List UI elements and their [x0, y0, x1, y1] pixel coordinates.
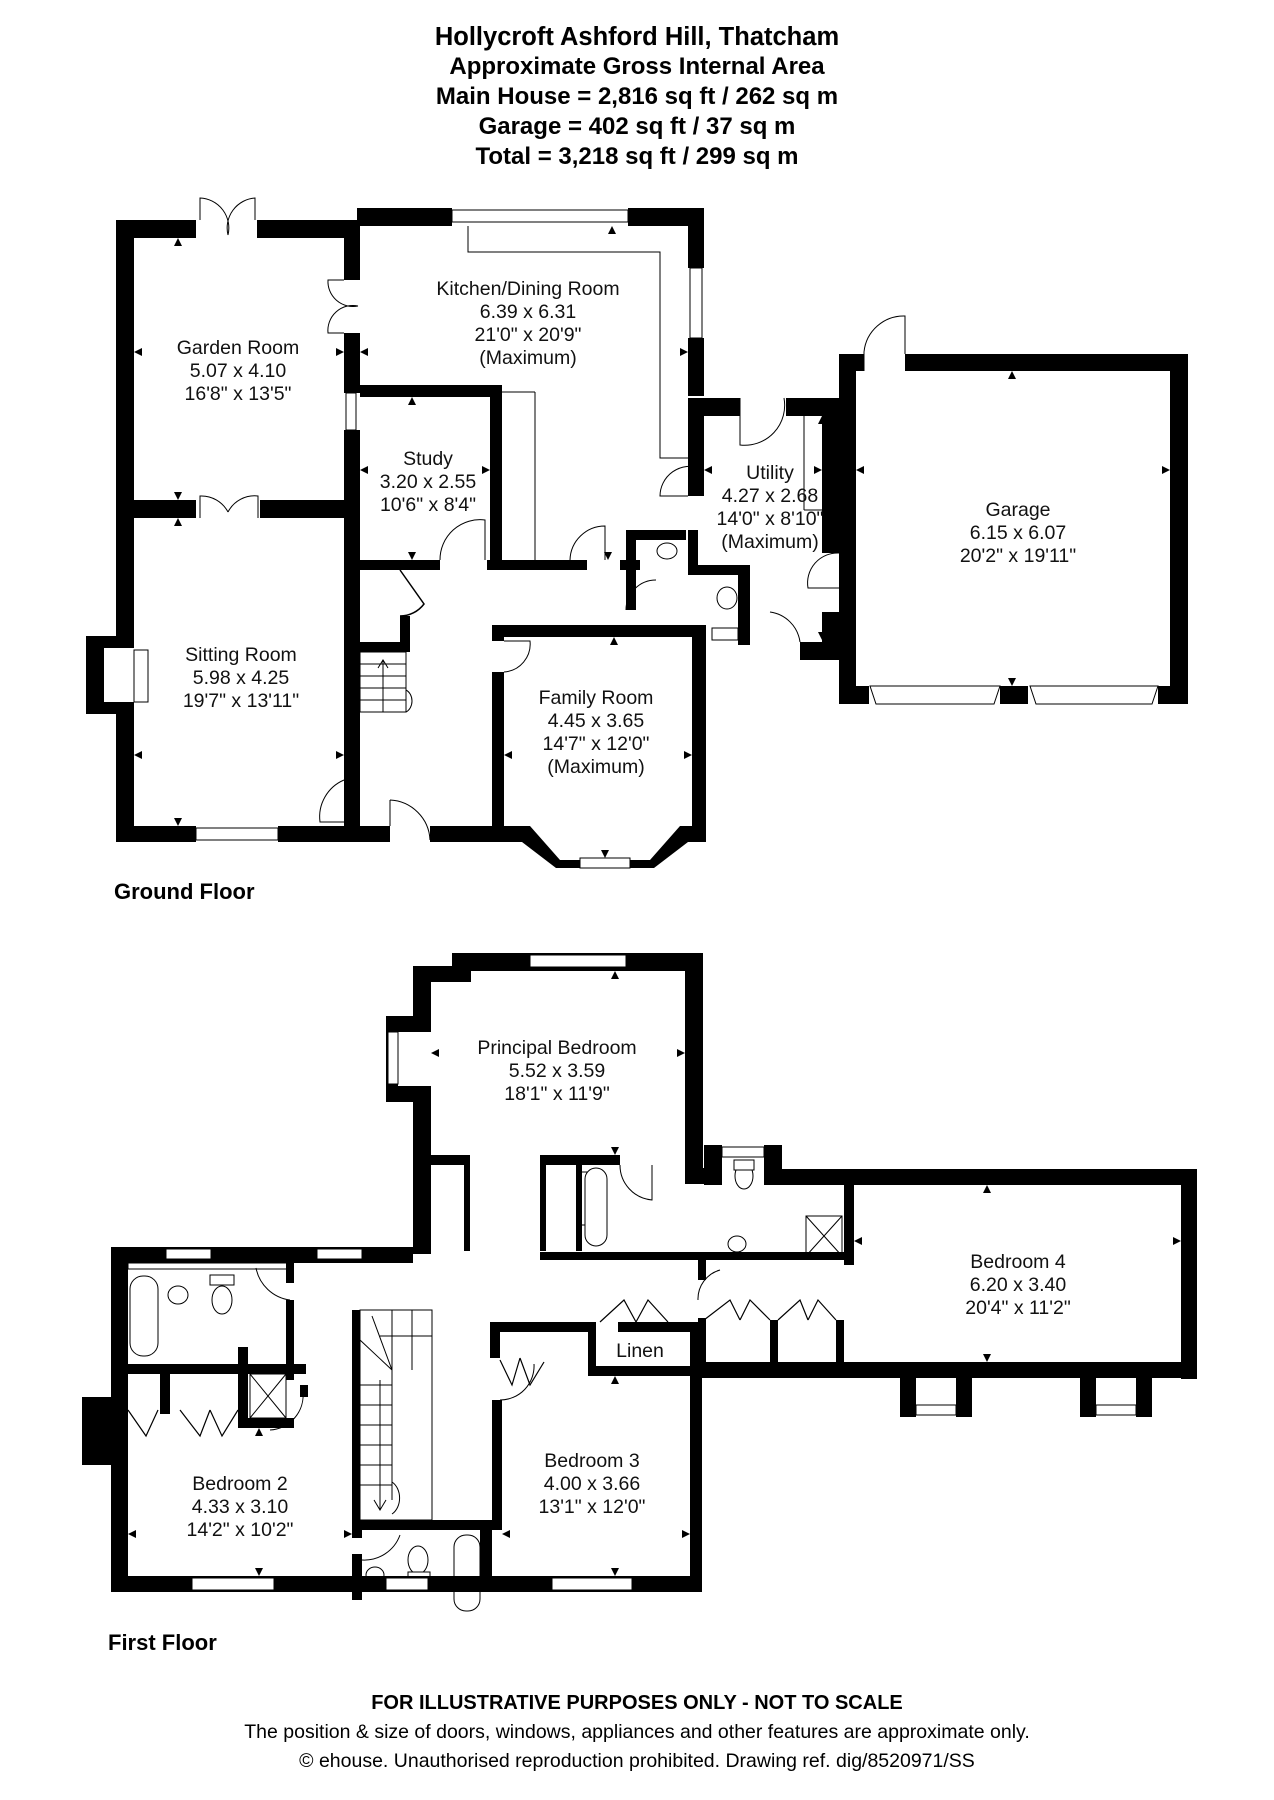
svg-text:(Maximum): (Maximum) [721, 531, 819, 553]
copyright-text: © ehouse. Unauthorised reproduction proh… [299, 1750, 975, 1772]
area-subtitle: Approximate Gross Internal Area [449, 53, 825, 80]
room-garden-room: Garden Room 5.07 x 4.10 16'8" x 13'5" [177, 337, 299, 405]
svg-text:3.20 x 2.55: 3.20 x 2.55 [380, 471, 477, 493]
room-family-room: Family Room 4.45 x 3.65 14'7" x 12'0" (M… [539, 687, 654, 778]
svg-text:13'1" x 12'0": 13'1" x 12'0" [539, 1496, 646, 1518]
first-floor-label: First Floor [108, 1630, 217, 1655]
svg-text:4.45 x 3.65: 4.45 x 3.65 [548, 710, 645, 732]
svg-text:5.07 x 4.10: 5.07 x 4.10 [190, 360, 287, 382]
svg-text:4.27 x 2.68: 4.27 x 2.68 [722, 485, 819, 507]
svg-text:14'7" x 12'0": 14'7" x 12'0" [543, 733, 650, 755]
approximation-note: The position & size of doors, windows, a… [244, 1721, 1030, 1743]
room-kitchen-dining: Kitchen/Dining Room 6.39 x 6.31 21'0" x … [436, 278, 619, 369]
svg-text:21'0" x 20'9": 21'0" x 20'9" [475, 324, 582, 346]
total-area: Total = 3,218 sq ft / 299 sq m [475, 143, 799, 170]
plan-footer: FOR ILLUSTRATIVE PURPOSES ONLY - NOT TO … [0, 1688, 1274, 1776]
svg-text:Kitchen/Dining Room: Kitchen/Dining Room [436, 278, 619, 300]
room-sitting-room: Sitting Room 5.98 x 4.25 19'7" x 13'11" [183, 644, 299, 712]
garage-area: Garage = 402 sq ft / 37 sq m [478, 113, 796, 140]
svg-text:4.00 x 3.66: 4.00 x 3.66 [544, 1473, 641, 1495]
svg-text:Bedroom 4: Bedroom 4 [970, 1251, 1066, 1273]
svg-text:Garden Room: Garden Room [177, 337, 299, 359]
svg-text:5.52 x 3.59: 5.52 x 3.59 [509, 1060, 606, 1082]
svg-text:Utility: Utility [746, 462, 794, 484]
ground-floor-label: Ground Floor [114, 879, 255, 904]
svg-text:Study: Study [403, 448, 453, 470]
svg-text:5.98 x 4.25: 5.98 x 4.25 [193, 667, 290, 689]
ground-floor-plan [86, 197, 1188, 869]
svg-text:16'8" x 13'5": 16'8" x 13'5" [185, 383, 292, 405]
svg-text:Bedroom 2: Bedroom 2 [192, 1473, 287, 1495]
svg-text:14'0" x 8'10": 14'0" x 8'10" [717, 508, 824, 530]
svg-text:6.20 x 3.40: 6.20 x 3.40 [970, 1274, 1067, 1296]
svg-text:20'4" x 11'2": 20'4" x 11'2" [965, 1297, 1071, 1319]
svg-text:Principal Bedroom: Principal Bedroom [477, 1037, 636, 1059]
svg-text:20'2" x 19'11": 20'2" x 19'11" [960, 545, 1076, 567]
disclaimer-text: FOR ILLUSTRATIVE PURPOSES ONLY - NOT TO … [371, 1692, 903, 1714]
room-utility: Utility 4.27 x 2.68 14'0" x 8'10" (Maxim… [717, 462, 824, 553]
svg-text:14'2" x 10'2": 14'2" x 10'2" [187, 1519, 294, 1541]
svg-text:4.33 x 3.10: 4.33 x 3.10 [192, 1496, 289, 1518]
svg-text:10'6" x 8'4": 10'6" x 8'4" [380, 494, 476, 516]
svg-text:19'7" x 13'11": 19'7" x 13'11" [183, 690, 299, 712]
svg-text:(Maximum): (Maximum) [547, 756, 645, 778]
svg-text:Bedroom 3: Bedroom 3 [544, 1450, 639, 1472]
room-principal-bedroom: Principal Bedroom 5.52 x 3.59 18'1" x 11… [477, 1037, 636, 1105]
svg-text:6.39 x 6.31: 6.39 x 6.31 [480, 301, 577, 323]
first-floor-room-labels: Principal Bedroom 5.52 x 3.59 18'1" x 11… [187, 1037, 1071, 1541]
room-bedroom-3: Bedroom 3 4.00 x 3.66 13'1" x 12'0" [539, 1450, 646, 1518]
room-study: Study 3.20 x 2.55 10'6" x 8'4" [380, 448, 477, 516]
first-floor-plan [82, 953, 1197, 1612]
main-house-area: Main House = 2,816 sq ft / 262 sq m [435, 83, 839, 110]
dimension-arrows [128, 971, 1181, 1576]
svg-text:Garage: Garage [985, 499, 1050, 521]
ground-floor-room-labels: Garden Room 5.07 x 4.10 16'8" x 13'5" Ki… [177, 278, 1076, 778]
svg-text:6.15 x 6.07: 6.15 x 6.07 [970, 522, 1067, 544]
room-bedroom-4: Bedroom 4 6.20 x 3.40 20'4" x 11'2" [965, 1251, 1071, 1319]
room-bedroom-2: Bedroom 2 4.33 x 3.10 14'2" x 10'2" [187, 1473, 294, 1541]
property-title: Hollycroft Ashford Hill, Thatcham [434, 23, 840, 51]
svg-text:18'1" x 11'9": 18'1" x 11'9" [504, 1083, 610, 1105]
linen-cupboard-label: Linen [616, 1340, 664, 1362]
room-garage: Garage 6.15 x 6.07 20'2" x 19'11" [960, 499, 1076, 567]
svg-text:Sitting Room: Sitting Room [185, 644, 297, 666]
svg-text:(Maximum): (Maximum) [479, 347, 577, 369]
svg-text:Family Room: Family Room [539, 687, 654, 709]
plan-header: Hollycroft Ashford Hill, Thatcham Approx… [0, 22, 1274, 172]
dimension-arrows [134, 226, 1170, 858]
